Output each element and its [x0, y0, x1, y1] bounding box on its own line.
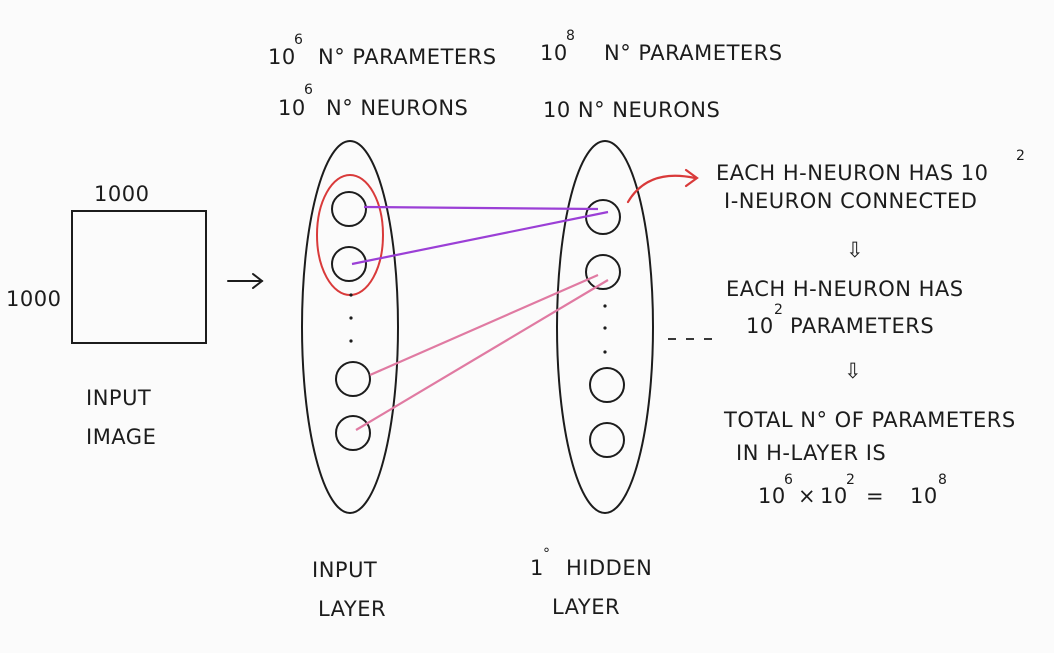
input-neurons-label: N° NEURONS: [326, 96, 468, 120]
input-neuron-3: [335, 361, 371, 397]
input-layer-caption-line2: LAYER: [318, 597, 386, 621]
hidden-neuron-4: [589, 422, 625, 458]
total-parameters-equation: 10 6 × 10 2 = 10 8: [758, 472, 947, 508]
note-line-4: 10 2 PARAMETERS: [746, 302, 934, 338]
image-width-label: 1000: [94, 182, 149, 206]
hidden-params-exponent: 8: [566, 28, 575, 44]
note-line1-exponent: 2: [1016, 148, 1025, 164]
hidden-neuron-1: [585, 199, 621, 235]
hidden-neuron-3: [589, 367, 625, 403]
hidden-caption-ordinal-degree: °: [543, 546, 551, 562]
input-neuron-2: [331, 246, 367, 282]
note-line-5: TOTAL N° OF PARAMETERS: [723, 408, 1016, 432]
hidden-layer-params-heading: 10 8 N° PARAMETERS: [540, 28, 783, 65]
input-layer-neurons-heading: 10 6 N° NEURONS: [278, 82, 468, 120]
hidden-layer-caption-line1: 1 ° HIDDEN: [530, 546, 652, 580]
input-neurons-exponent: 6: [304, 82, 313, 98]
connection-purple-2: [351, 210, 609, 266]
curved-arrow-icon: [626, 168, 699, 204]
input-neuron-1: [331, 191, 367, 227]
input-layer-ellipsis-dots: [349, 293, 353, 343]
input-params-label: N° PARAMETERS: [318, 45, 497, 69]
equation-term-b-exponent: 2: [846, 472, 855, 488]
note-line-6: IN H-LAYER IS: [736, 441, 886, 465]
equation-result-exponent: 8: [938, 472, 947, 488]
input-layer-ellipse: [301, 140, 399, 514]
equation-term-a-exponent: 6: [784, 472, 793, 488]
note-line-2: I-NEURON CONNECTED: [724, 189, 977, 213]
note-line4-exponent: 2: [774, 302, 783, 318]
input-params-base: 10: [268, 45, 296, 69]
note-line4-base: 10: [746, 314, 774, 338]
input-image-caption-line2: IMAGE: [86, 425, 156, 449]
hidden-neuron-2: [585, 254, 621, 290]
hidden-caption-hidden: HIDDEN: [566, 556, 652, 580]
hidden-layer-ellipse: [556, 140, 654, 514]
hidden-caption-ordinal: 1: [530, 556, 544, 580]
input-layer-params-heading: 10 6 N° PARAMETERS: [268, 32, 497, 69]
input-params-exponent: 6: [294, 32, 303, 48]
input-image-caption-line1: INPUT: [86, 386, 151, 410]
hidden-params-base: 10: [540, 41, 568, 65]
connection-pink-2: [355, 279, 609, 431]
hidden-layer-ellipsis-dots: [603, 304, 607, 354]
hidden-layer-caption-line2: LAYER: [552, 595, 620, 619]
equation-term-b-base: 10: [820, 484, 848, 508]
connection-purple-1: [363, 205, 599, 211]
down-arrow-icon: ⇩: [844, 359, 862, 383]
input-neurons-base: 10: [278, 96, 306, 120]
input-layer-caption-line1: INPUT: [312, 558, 377, 582]
connection-pink-1: [369, 273, 599, 377]
equation-times-sign: ×: [798, 484, 816, 508]
hidden-neurons-heading: 10 N° NEURONS: [543, 98, 720, 122]
input-neuron-4: [335, 415, 371, 451]
note-line1-text: EACH H-NEURON HAS 10: [716, 161, 989, 185]
hidden-params-label: N° PARAMETERS: [604, 41, 783, 65]
equation-equals-sign: =: [866, 484, 884, 508]
image-height-label: 1000: [6, 287, 61, 311]
note-line4-text: PARAMETERS: [790, 314, 934, 338]
input-image-square: [71, 210, 207, 344]
equation-result-base: 10: [910, 484, 938, 508]
right-arrow-icon: [227, 273, 264, 289]
note-line-1: EACH H-NEURON HAS 10 2: [716, 148, 1025, 185]
note-line-3: EACH H-NEURON HAS: [726, 277, 964, 301]
equation-term-a-base: 10: [758, 484, 786, 508]
down-arrow-icon: ⇩: [846, 238, 864, 262]
